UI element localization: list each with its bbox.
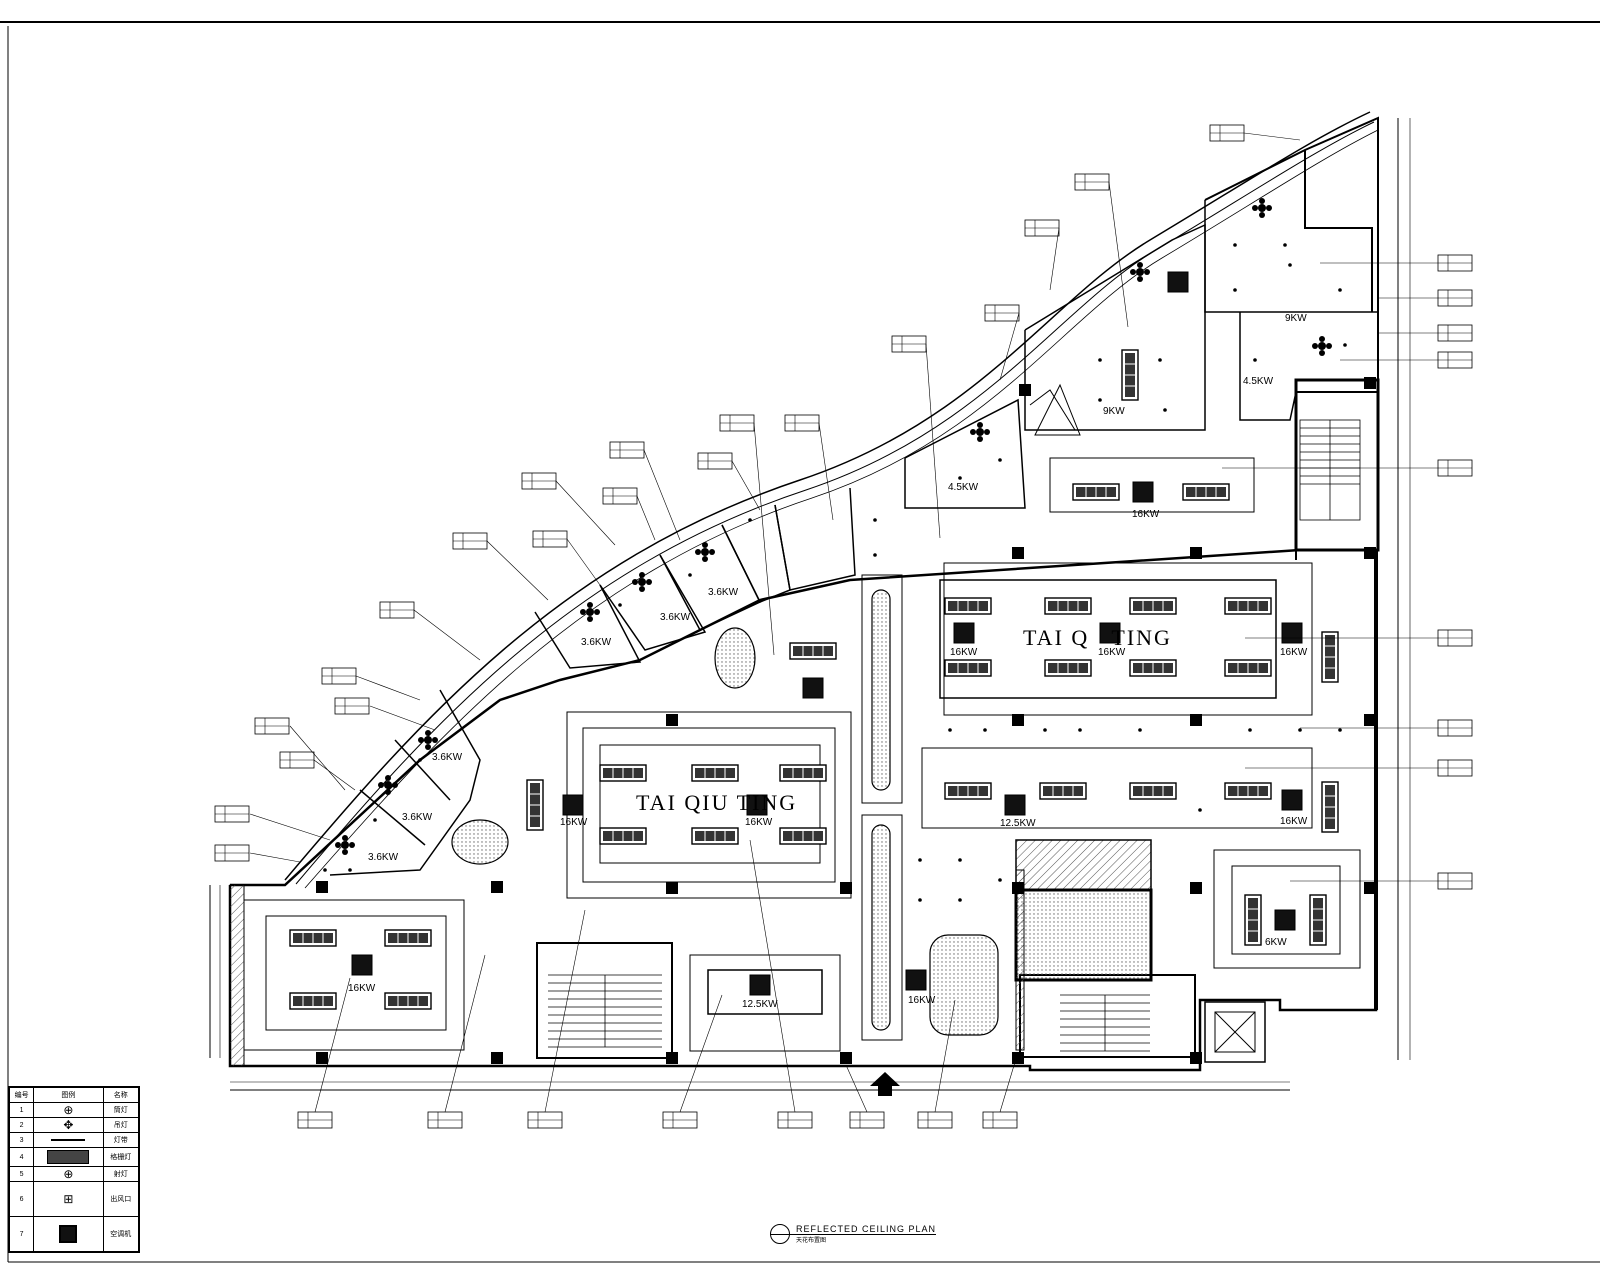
legend-no: 2 (8, 1117, 35, 1133)
drawing-title-block: REFLECTED CEILING PLAN 天花布置图 (770, 1224, 937, 1244)
legend-name: 灯带 (102, 1132, 140, 1148)
legend-name: 空调机 (102, 1216, 140, 1252)
chandelier-icon: ✥ (33, 1117, 104, 1133)
hall1-name: TAI QIU TING (636, 790, 797, 815)
legend-no: 1 (8, 1102, 35, 1118)
spotlight-icon: ⊕ (33, 1166, 104, 1182)
power-label: 6KW (1265, 937, 1287, 948)
power-label: 3.6KW (402, 812, 433, 823)
legend-name: 筒灯 (102, 1102, 140, 1118)
power-label: 16KW (348, 983, 376, 994)
legend-name: 吊灯 (102, 1117, 140, 1133)
drawing-title: REFLECTED CEILING PLAN (770, 1224, 937, 1235)
power-label: 16KW (1132, 509, 1160, 520)
legend-header-no: 编号 (8, 1087, 35, 1103)
hall2-name: TAI Q TING (1023, 625, 1172, 650)
light-strip-icon (33, 1132, 104, 1148)
title-circle-icon (770, 1224, 790, 1244)
power-label: 9KW (1285, 313, 1307, 324)
power-label: 3.6KW (708, 587, 739, 598)
legend-name: 格栅灯 (102, 1147, 140, 1167)
legend-no: 7 (8, 1216, 35, 1252)
power-label: 4.5KW (948, 482, 979, 493)
power-label: 16KW (1098, 647, 1126, 658)
power-label: 3.6KW (581, 637, 612, 648)
power-label: 16KW (1280, 647, 1308, 658)
downlight-icon: ⊕ (33, 1102, 104, 1118)
legend-no: 4 (8, 1147, 35, 1167)
power-label: 9KW (1103, 406, 1125, 417)
grille-light-icon (33, 1147, 104, 1167)
power-label: 16KW (908, 995, 936, 1006)
legend-name: 出风口 (102, 1181, 140, 1217)
power-label: 16KW (1280, 816, 1308, 827)
power-label: 3.6KW (660, 612, 691, 623)
legend-no: 5 (8, 1166, 35, 1182)
power-label: 16KW (560, 817, 588, 828)
legend-table: 编号 图例 名称 1 ⊕ 筒灯 2 ✥ 吊灯 3 灯带 4 格栅灯 5 ⊕ 射灯 (8, 1086, 140, 1253)
power-label: 12.5KW (1000, 818, 1036, 829)
air-outlet-icon: ⊞ (33, 1181, 104, 1217)
drawing-subtitle: 天花布置图 (796, 1238, 827, 1244)
power-label: 4.5KW (1243, 376, 1274, 387)
legend-header-name: 名称 (102, 1087, 140, 1103)
power-label: 16KW (950, 647, 978, 658)
power-label: 16KW (745, 817, 773, 828)
ac-unit-icon (33, 1216, 104, 1252)
power-label: 3.6KW (368, 852, 399, 863)
legend-header-symbol: 图例 (33, 1087, 104, 1103)
power-label: 12.5KW (742, 999, 778, 1010)
power-label: 3.6KW (432, 752, 463, 763)
legend-no: 6 (8, 1181, 35, 1217)
legend-name: 射灯 (102, 1166, 140, 1182)
legend-no: 3 (8, 1132, 35, 1148)
